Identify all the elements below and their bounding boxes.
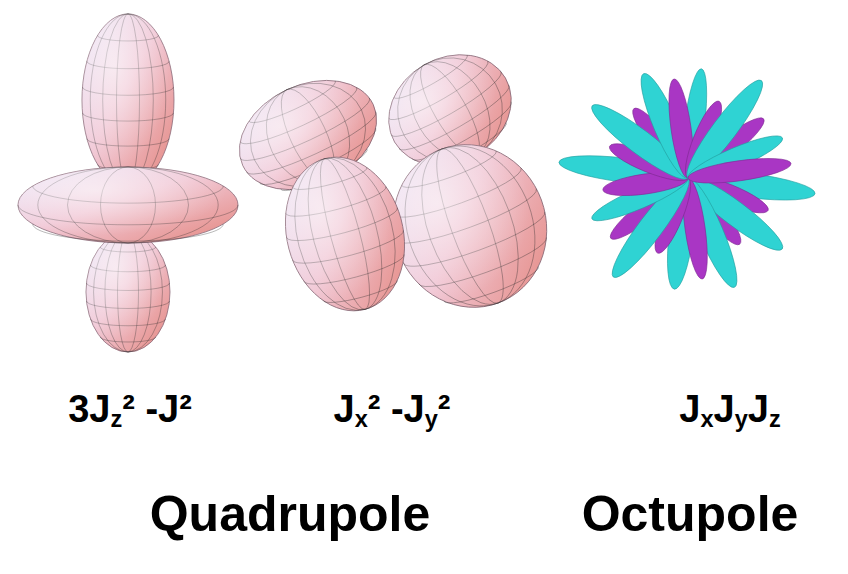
torus-ring — [18, 167, 238, 243]
lower-lobe — [86, 232, 170, 352]
lobe-surface — [269, 144, 421, 325]
lobe-highlight — [269, 144, 421, 325]
operator-label: Jx² -Jy² — [333, 388, 450, 433]
operator-label: JxJyJz — [679, 388, 780, 433]
lobe-surface — [82, 14, 174, 186]
grid-lines — [18, 167, 238, 243]
lobe-highlight — [82, 14, 174, 186]
multipole-label: Octupole — [582, 486, 799, 544]
grid-lines — [83, 14, 174, 186]
grid-lines — [269, 144, 420, 324]
lobe-highlight — [86, 232, 170, 352]
upper-lobe — [82, 14, 174, 186]
front-lobe — [269, 144, 421, 325]
multipole-label: Quadrupole — [150, 486, 431, 544]
lobe-highlight — [18, 167, 238, 243]
lobe-surface — [86, 232, 170, 352]
grid-lines — [86, 232, 169, 352]
octupole-star — [558, 68, 817, 292]
octupole-petal — [687, 154, 793, 188]
lobe-surface — [18, 167, 238, 243]
operator-label: 3Jz² -J² — [68, 388, 192, 433]
